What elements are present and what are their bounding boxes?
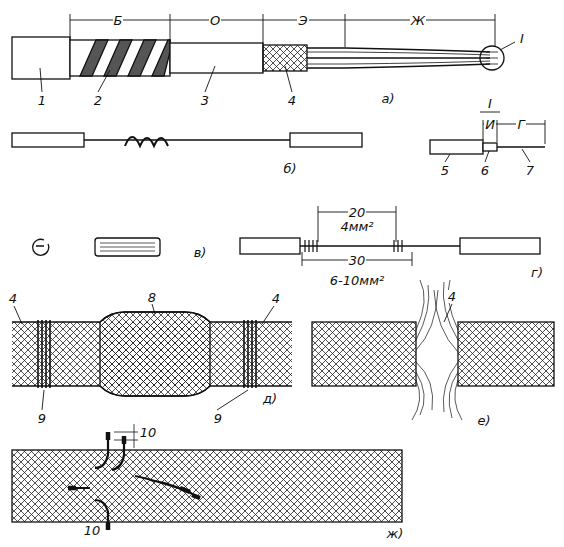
callout-label: I [519,32,525,45]
callout-label: 6 [480,164,490,177]
callout-label: е) [476,414,491,427]
callout-label: г) [530,266,544,279]
callout-label: 9 [37,412,47,425]
callout-label: 8 [147,291,157,304]
callout-label: 4мм² [339,220,374,233]
callout-label: в) [193,246,208,259]
sleeve-joint [240,206,540,266]
callout-label: 5 [440,164,450,177]
callout-label: Б [113,14,124,27]
callout-label: а) [380,92,395,105]
connector-sleeve [33,238,160,256]
callout-label: И [484,118,496,131]
cable-end [12,14,515,92]
callout-label: 9 [213,412,223,425]
twist-joint [12,133,362,147]
braid-bent-wires [12,424,402,530]
braid-splice [12,304,292,410]
callout-label: 3 [200,94,210,107]
callout-label: 4 [287,94,297,107]
callout-label: Г [516,118,525,131]
callout-label: 2 [93,94,103,107]
conductor-detail [430,112,545,162]
callout-label: б) [282,162,297,175]
callout-label: 10 [139,426,158,439]
callout-label: 6-10мм² [329,274,385,287]
callout-label: ж) [386,527,405,540]
callout-label: 30 [348,254,367,267]
callout-label: 4 [447,290,457,303]
callout-label: 20 [348,206,367,219]
callout-label: Ж [410,14,426,27]
callout-label: 7 [525,164,535,177]
callout-label: д) [262,392,278,405]
callout-label: 10 [83,524,102,537]
callout-label: 1 [37,94,47,107]
callout-label: 4 [271,292,281,305]
callout-label: Э [297,14,308,27]
callout-label: О [209,14,221,27]
callout-label: 4 [8,292,18,305]
braid-unwoven [312,280,554,420]
callout-label: I [487,97,493,110]
